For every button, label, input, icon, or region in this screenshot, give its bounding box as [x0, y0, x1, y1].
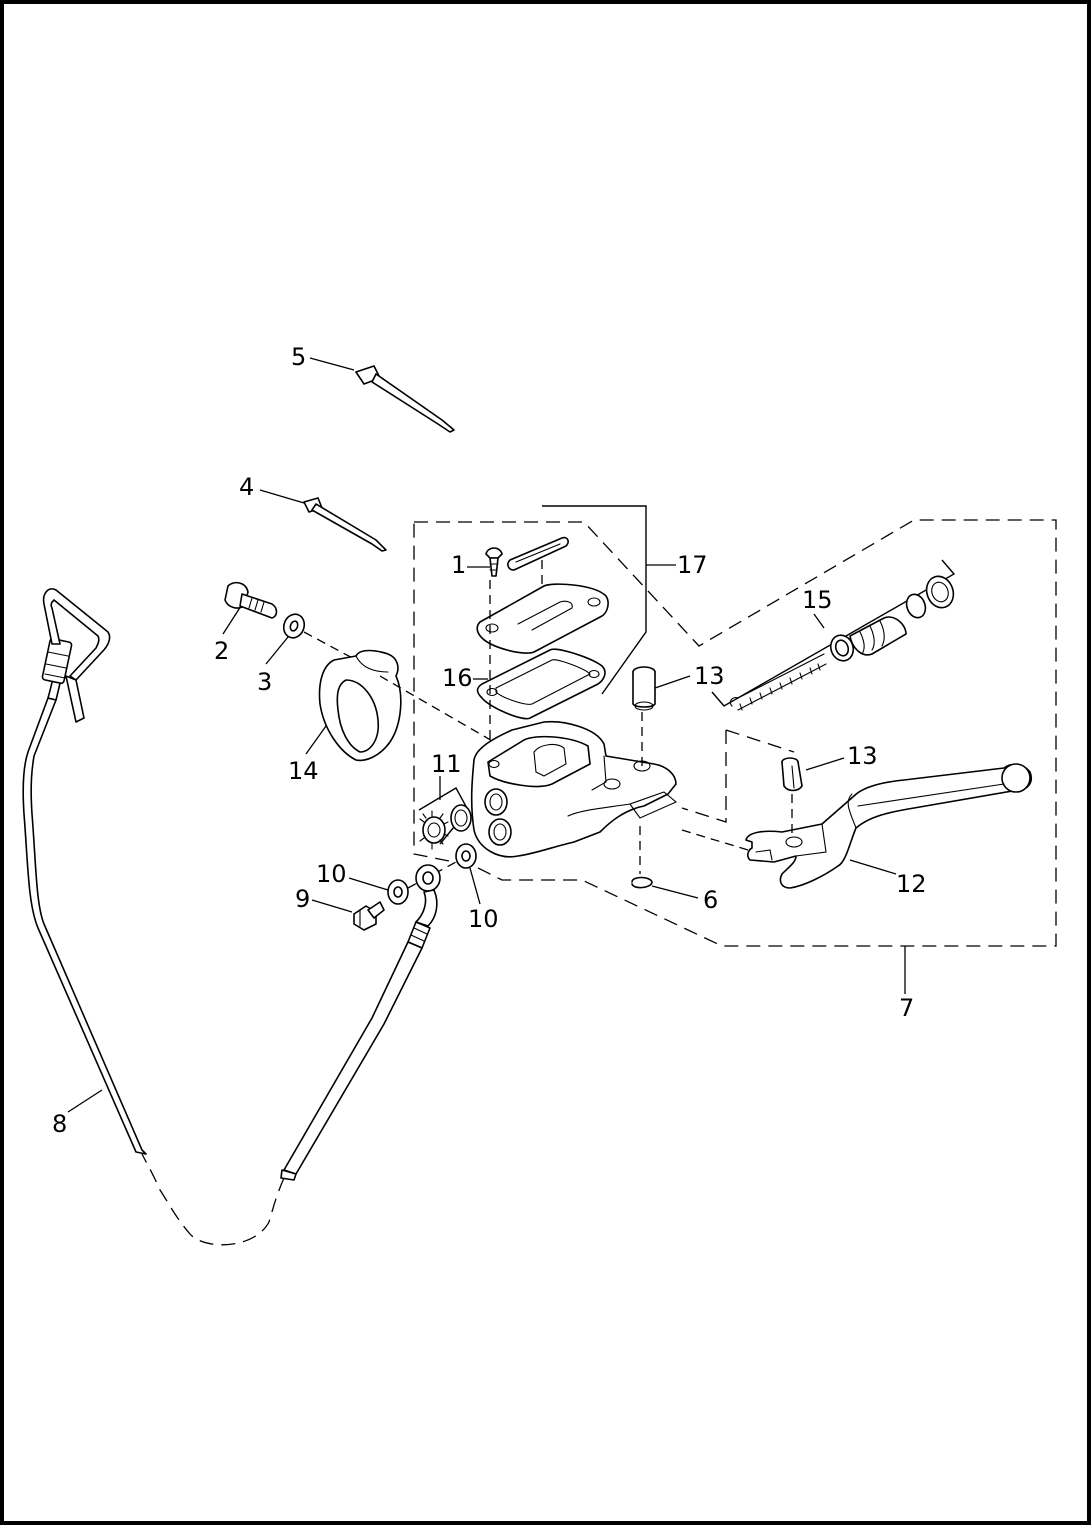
washer-10-a	[348, 877, 409, 905]
reservoir-cover	[476, 583, 609, 654]
washer-3	[265, 613, 306, 665]
switch-11	[418, 776, 472, 850]
cable-strap-5	[309, 357, 455, 433]
cover-gasket-16	[473, 648, 606, 720]
pivot-sleeve-13-a	[632, 666, 691, 711]
cover-screw-1	[467, 547, 503, 577]
bracket-17	[542, 505, 676, 695]
callout-1: 1	[451, 551, 466, 579]
callout-3: 3	[257, 668, 272, 696]
washer-10-b	[455, 843, 481, 905]
callout-5: 5	[291, 343, 306, 371]
callout-15: 15	[802, 586, 833, 614]
callout-2: 2	[214, 637, 229, 665]
callout-10-a: 10	[316, 860, 347, 888]
brake-line-8	[22, 588, 147, 1155]
callout-13-b: 13	[847, 742, 878, 770]
callout-8: 8	[52, 1110, 67, 1138]
callout-10-b: 10	[468, 905, 499, 933]
callout-14: 14	[288, 757, 319, 785]
callout-13-a: 13	[694, 662, 725, 690]
master-cylinder-body	[470, 720, 678, 858]
pivot-sleeve-13-b	[781, 757, 845, 792]
callout-9: 9	[295, 885, 310, 913]
bracket-15	[711, 559, 956, 707]
piston-kit-15	[729, 575, 955, 711]
callout-6: 6	[703, 886, 718, 914]
callout-11: 11	[431, 750, 462, 778]
brake-hose	[280, 864, 441, 1181]
clamp-14	[305, 649, 402, 762]
screw-2	[222, 581, 278, 635]
alignment-line-screw	[303, 631, 357, 661]
callout-4: 4	[239, 473, 254, 501]
alignment-line-clamp	[379, 675, 495, 743]
hand-lever-12	[681, 729, 1033, 889]
callout-17: 17	[677, 551, 708, 579]
callout-7: 7	[899, 994, 914, 1022]
callout-16: 16	[442, 664, 473, 692]
banjo-bolt-9	[311, 899, 385, 931]
alignment-line-lever	[681, 829, 749, 851]
cable-strap-4	[259, 489, 387, 552]
hose-continuation	[141, 1153, 285, 1246]
exploded-view-diagram: 1 2 3 4 5 6 7 8 9 10 10 11 12 13 13 14 1…	[22, 343, 1057, 1246]
retaining-ring-6	[631, 876, 699, 899]
alignment-line-banjo	[407, 861, 457, 889]
cover-label-strip	[507, 536, 569, 571]
callout-12: 12	[896, 870, 927, 898]
